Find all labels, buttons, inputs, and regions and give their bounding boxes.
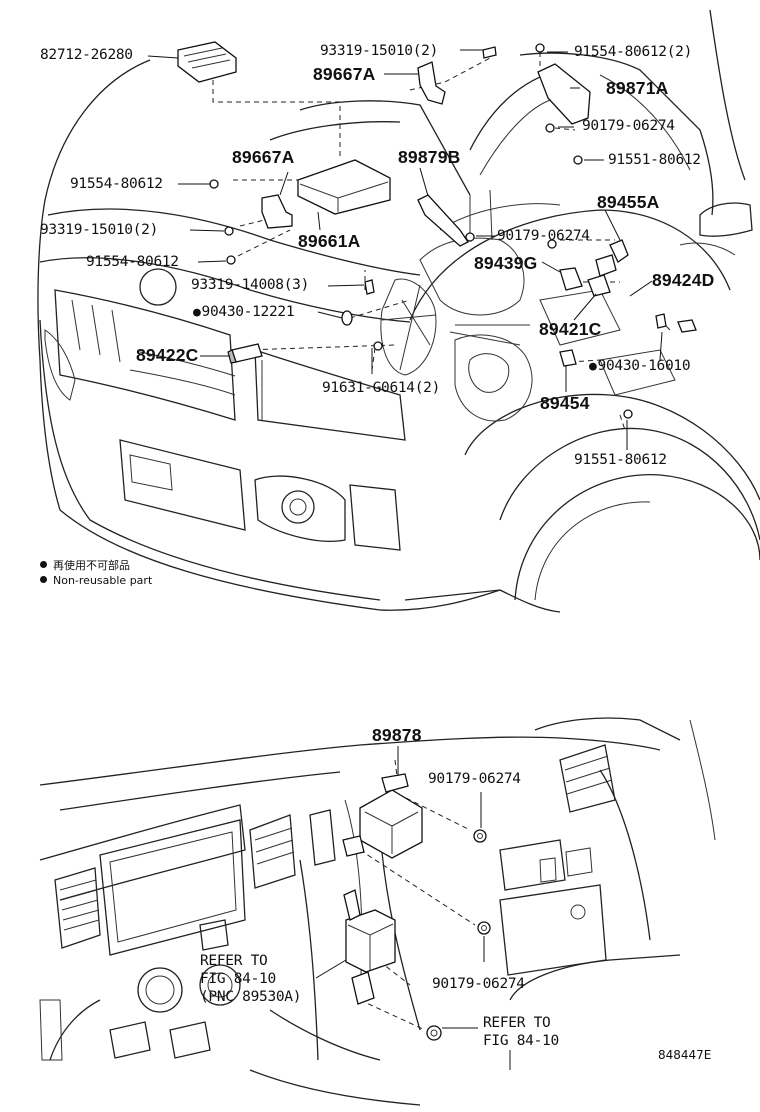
label-89667a-top: 89667A [313,64,376,84]
label-90430-16010: 90430-16010 [589,358,691,375]
label-89422c: 89422C [136,345,199,365]
label-refer-to-fig-84-10-pnc: REFER TO FIG 84-10 (PNC 89530A) [200,952,301,1006]
label-91554-80612-top: 91554-80612(2) [574,44,693,60]
refer-line-1: REFER TO [200,953,268,969]
legend: 再使用不可部品 Non-reusable part [40,558,152,588]
label-93319-15010-mid: 93319-15010(2) [40,222,159,238]
label-89439g: 89439G [474,253,538,273]
label-82712-26280: 82712-26280 [40,47,133,63]
legend-text-en: Non-reusable part [53,574,153,587]
dashboard-outline [39,717,716,1106]
label-89667a-mid: 89667A [232,147,295,167]
legend-bullet-icon [40,576,47,583]
refer-line-1: REFER TO [483,1015,551,1031]
legend-bullet-icon [40,561,47,568]
leader-lines-bottom [315,746,511,1070]
label-91551-80612-low: 91551-80612 [574,452,667,468]
label-89421c: 89421C [539,319,602,339]
label-89424d: 89424D [652,270,715,290]
label-91554-80612-low: 91554-80612 [86,254,179,270]
vehicle-body-outline [37,9,760,613]
label-90179-06274-top: 90179-06274 [582,118,675,134]
legend-line-en: Non-reusable part [40,573,152,588]
legend-text-jp: 再使用不可部品 [53,559,130,572]
leader-lines-top [147,49,663,450]
label-90179-06274-bottom-low: 90179-06274 [432,976,525,992]
refer-line-3: (PNC 89530A) [200,989,302,1005]
label-89661a: 89661A [298,231,361,251]
label-93319-15010-top: 93319-15010(2) [320,43,439,59]
label-90179-06274-mid: 90179-06274 [497,228,590,244]
label-90430-12221: 90430-12221 [193,304,295,321]
label-89871a: 89871A [606,78,669,98]
label-refer-to-fig-84-10: REFER TO FIG 84-10 [483,1014,559,1050]
label-89455a: 89455A [597,192,660,212]
label-93319-14008: 93319-14008(3) [191,277,310,293]
legend-line-jp: 再使用不可部品 [40,558,152,573]
label-91551-80612-top: 91551-80612 [608,152,701,168]
label-89878: 89878 [372,725,422,745]
drawing-code: 848447E [658,1048,712,1062]
label-91631-g0614: 91631-G0614(2) [322,380,441,396]
parts-bottom [342,773,491,1041]
label-89879b: 89879B [398,147,461,167]
refer-line-2: FIG 84-10 [200,971,276,987]
label-91554-80612-mid: 91554-80612 [70,176,163,192]
label-89454: 89454 [540,393,590,413]
label-90179-06274-bottom-top: 90179-06274 [428,771,521,787]
refer-line-2: FIG 84-10 [483,1033,559,1049]
